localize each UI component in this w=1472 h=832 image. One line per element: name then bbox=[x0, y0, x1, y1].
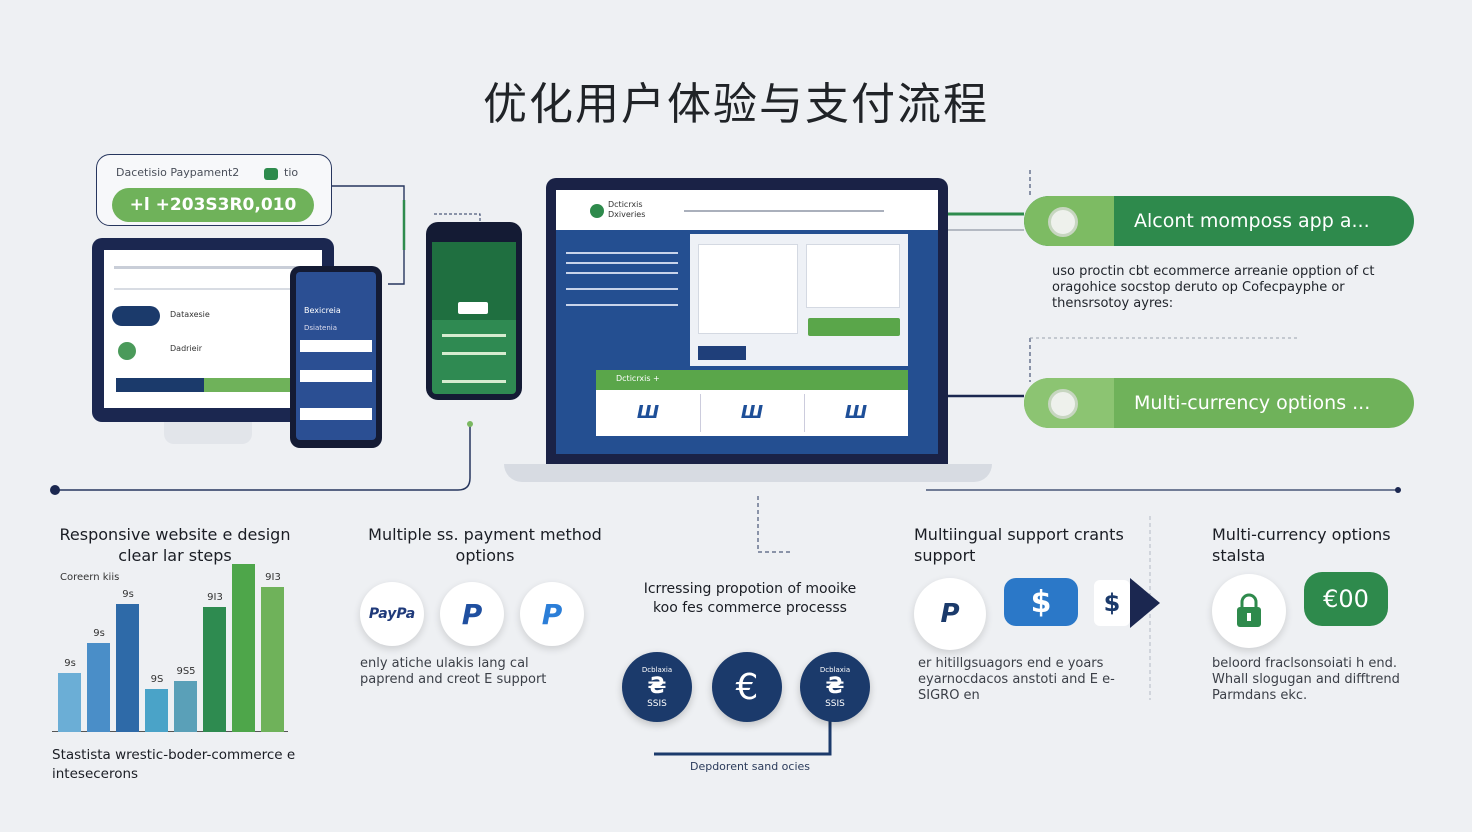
bank-logo-icon: Ш bbox=[844, 402, 868, 423]
chart-bar-label: 9I3 bbox=[207, 592, 223, 603]
phone-screen-1: Bexicreia Dsiatenia bbox=[296, 272, 376, 440]
avatar-icon bbox=[1048, 207, 1078, 237]
chart-bar-label: 9s bbox=[93, 628, 105, 639]
chart-bar bbox=[232, 564, 255, 732]
arrow-right-icon bbox=[1130, 578, 1160, 628]
paypal-p-icon: P bbox=[914, 578, 986, 650]
laptop-card-2 bbox=[806, 244, 900, 308]
tablet-screen: Dataxesie Dadrieir bbox=[104, 250, 322, 408]
currency-description: beloord fraclsonsoiati h end. Whall slog… bbox=[1212, 656, 1400, 703]
chart-bar bbox=[87, 643, 110, 732]
dollar-icon: $ bbox=[1094, 580, 1130, 626]
chart-bar-label: 9I3 bbox=[265, 572, 281, 583]
coin-icon: Dcblaxia ₴ SSIS bbox=[622, 652, 692, 722]
paypal-p-icon: P bbox=[520, 582, 584, 646]
chart-bar-label: 9S bbox=[150, 674, 164, 685]
laptop-brand-1: Dcticrxis bbox=[608, 200, 643, 209]
lock-icon bbox=[1212, 574, 1286, 648]
chart-bar bbox=[58, 673, 81, 732]
chart-caption: Coreern kiis bbox=[60, 572, 120, 583]
chart-bar bbox=[116, 604, 139, 732]
bank-logo-icon: Ш bbox=[636, 402, 660, 423]
chart-bar-label: 9S5 bbox=[176, 666, 196, 677]
page-title: 优化用户体验与支付流程 bbox=[483, 79, 989, 130]
phone1-label-2: Dsiatenia bbox=[304, 324, 337, 332]
laptop-nav-button[interactable] bbox=[698, 346, 746, 360]
chart-bar bbox=[174, 681, 197, 732]
bank-logo-icon: Ш bbox=[740, 402, 764, 423]
mobile-footer: Depdorent sand ocies bbox=[689, 760, 811, 773]
paypal-p-icon: P bbox=[440, 582, 504, 646]
laptop-logo-strip: Ш Ш Ш bbox=[596, 390, 908, 436]
status-dot-icon bbox=[264, 168, 278, 180]
section-multilingual-heading: Multiingual support crants support bbox=[914, 525, 1124, 565]
currency-badge: €00 bbox=[1304, 572, 1388, 626]
tablet-stand bbox=[164, 422, 252, 444]
chart-footer: Stastista wrestic-boder-commerce e intes… bbox=[52, 747, 296, 782]
feature-description: uso proctin cbt ecommerce arreanie oppti… bbox=[1052, 264, 1375, 311]
transaction-caption: Dacetisio Paypament2 bbox=[116, 166, 240, 179]
multilingual-description: er hitillgsuagors end e yoars eyarnocdac… bbox=[918, 656, 1115, 703]
section-currency-heading: Multi-currency options stalsta bbox=[1212, 525, 1391, 565]
phone-screen-2 bbox=[432, 242, 516, 394]
transaction-tail: tio bbox=[284, 166, 299, 179]
laptop-sidebar bbox=[566, 244, 678, 364]
section-mobile-heading: Icrressing propotion of mooike koo fes c… bbox=[643, 581, 857, 616]
avatar-icon bbox=[1048, 389, 1078, 419]
chart-bar bbox=[145, 689, 168, 732]
laptop-base bbox=[504, 464, 992, 482]
chart-bar bbox=[203, 607, 226, 732]
coin-icon: Dcblaxia ₴ SSIS bbox=[800, 652, 870, 722]
feature-tag-currency[interactable]: Multi-currency options ... bbox=[1024, 378, 1414, 428]
chart-baseline bbox=[52, 731, 288, 732]
phone1-label-1: Bexicreia bbox=[304, 306, 341, 315]
laptop-bar-label: Dcticrxis + bbox=[616, 374, 660, 383]
section-responsive-heading: Responsive website e design clear lar st… bbox=[59, 525, 291, 565]
laptop-header: Dcticrxis Dxiveries bbox=[556, 190, 938, 230]
chart-bar-label: 9s bbox=[122, 589, 134, 600]
paypal-logo-icon: PayPa bbox=[360, 582, 424, 646]
dollar-icon: $ bbox=[1004, 578, 1078, 626]
euro-coin-icon: € bbox=[712, 652, 782, 722]
chart-bar bbox=[261, 587, 284, 732]
transaction-value: +l +203S3R0,010 bbox=[112, 188, 314, 222]
laptop-green-bar: Dcticrxis + bbox=[596, 370, 908, 390]
feature-tag-app[interactable]: Alcont momposs app a... bbox=[1024, 196, 1414, 246]
feature-tag-currency-label: Multi-currency options ... bbox=[1134, 392, 1371, 414]
tablet-label-2: Dadrieir bbox=[170, 344, 203, 353]
bar-chart: 9s 9s 9s 9S 9S5 9I3 9I3 bbox=[52, 560, 288, 732]
chart-bar-label: 9s bbox=[64, 658, 76, 669]
section-payment-heading: Multiple ss. payment method options bbox=[368, 525, 602, 565]
laptop-brand-2: Dxiveries bbox=[608, 210, 646, 219]
laptop-pay-button[interactable] bbox=[808, 318, 900, 336]
tablet-label-1: Dataxesie bbox=[170, 310, 210, 319]
payment-description: enly atiche ulakis lang cal paprend and … bbox=[360, 656, 547, 687]
feature-tag-app-label: Alcont momposs app a... bbox=[1134, 210, 1370, 232]
laptop-card-1 bbox=[698, 244, 798, 334]
